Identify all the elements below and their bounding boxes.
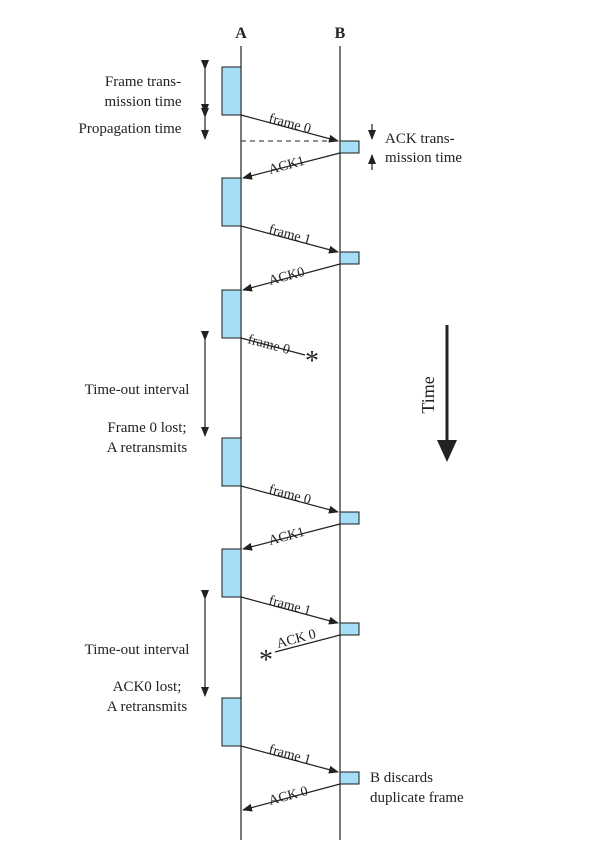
frame-arrow [240,745,339,774]
frame-arrow [240,225,339,254]
ack-arrow [242,263,341,292]
ack-arrow [242,152,341,180]
ack-tx-box [339,622,360,636]
message-label: frame 1 [267,222,313,248]
message-label: ACK 0 [275,627,318,652]
lost-ack-line [274,634,341,653]
ack0-lost-label-line1: ACK0 lost; [113,679,182,695]
propagation-label: Propagation time [79,121,182,137]
message-label: frame 0 [246,332,292,358]
frame-tx-box [221,437,242,487]
message-label: ACK 0 [267,784,310,809]
ack-lost-marker-icon: * [259,645,273,676]
frame-arrow [240,596,339,625]
frame-arrow [240,114,339,143]
frame0-lost-label-line1: Frame 0 lost; [107,420,186,436]
ack0-lost-label-line2: A retransmits [107,699,188,715]
message-label: frame 0 [267,482,313,508]
frame-tx-label-line2: mission time [104,94,181,110]
message-label: frame 1 [267,593,313,619]
frame-tx-box [221,177,242,227]
frame0-lost-label-line2: A retransmits [107,440,188,456]
timeout-label: Time-out interval [85,382,190,398]
ack-tx-label-line1: ACK trans- [385,131,455,147]
ack-tx-box [339,140,360,154]
message-label: ACK1 [267,154,306,178]
station-a-label: A [235,25,247,42]
message-label: frame 0 [267,111,313,137]
frame-tx-box [221,548,242,598]
frame-tx-box [221,66,242,116]
frame-arrow [240,485,339,514]
b-discards-label-line2: duplicate frame [370,790,464,806]
ack-arrow [242,523,341,551]
time-label: Time [418,376,438,413]
lost-frame-line [240,337,306,356]
frame-tx-label-line1: Frame trans- [105,74,181,90]
timeout-label: Time-out interval [85,642,190,658]
ack-arrow [242,783,341,812]
ack-tx-box [339,511,360,525]
ack-tx-label-line2: mission time [385,150,462,166]
b-discards-label-line1: B discards [370,770,433,786]
message-label: frame 1 [267,742,313,768]
message-label: ACK0 [267,265,306,289]
time-arrow-head-icon [437,440,457,462]
ack-tx-box [339,251,360,265]
frame-lost-marker-icon: * [305,346,319,377]
station-b-label: B [335,25,346,42]
ack-tx-box [339,771,360,785]
message-label: ACK1 [267,525,306,549]
frame-tx-box [221,289,242,339]
frame-tx-box [221,697,242,747]
